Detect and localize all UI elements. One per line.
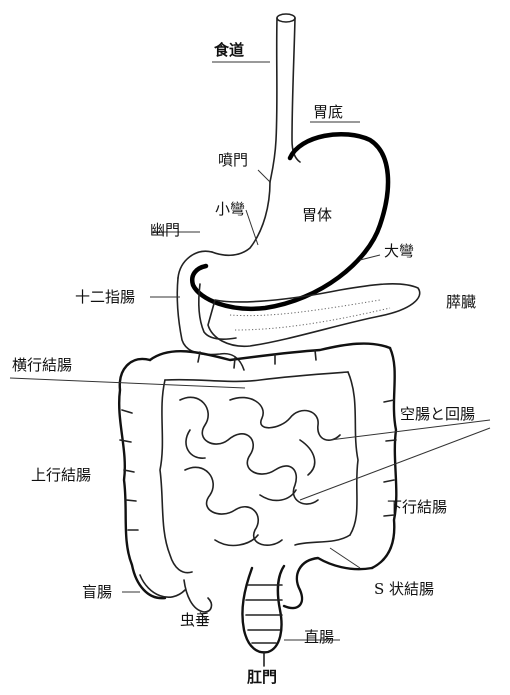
label-transverse-colon: 横行結腸 bbox=[12, 356, 72, 374]
label-pancreas: 膵臓 bbox=[446, 293, 476, 311]
label-cecum: 盲腸 bbox=[82, 583, 112, 601]
colon bbox=[119, 344, 396, 608]
label-ascending-colon: 上行結腸 bbox=[31, 466, 91, 484]
label-pylorus: 幽門 bbox=[150, 221, 180, 239]
esophagus bbox=[270, 14, 300, 182]
label-greater-curvature: 大彎 bbox=[384, 242, 414, 260]
label-sigmoid-colon: S 状結腸 bbox=[374, 580, 434, 598]
label-fundus: 胃底 bbox=[313, 103, 343, 121]
label-lesser-curvature: 小彎 bbox=[215, 200, 245, 218]
small-intestine bbox=[180, 397, 340, 545]
label-stomach-body: 胃体 bbox=[302, 206, 332, 224]
label-jejunum-ileum: 空腸と回腸 bbox=[400, 405, 475, 423]
label-cardia: 噴門 bbox=[218, 151, 248, 169]
leader-lines bbox=[10, 62, 490, 640]
label-anus: 肛門 bbox=[247, 668, 277, 686]
label-esophagus: 食道 bbox=[214, 41, 244, 59]
label-duodenum: 十二指腸 bbox=[75, 288, 135, 306]
label-rectum: 直腸 bbox=[304, 628, 334, 646]
cecum-appendix bbox=[140, 575, 211, 612]
rectum bbox=[242, 566, 284, 666]
label-descending-colon: 下行結腸 bbox=[387, 498, 447, 516]
label-appendix: 虫垂 bbox=[180, 611, 210, 629]
stomach bbox=[178, 134, 388, 309]
